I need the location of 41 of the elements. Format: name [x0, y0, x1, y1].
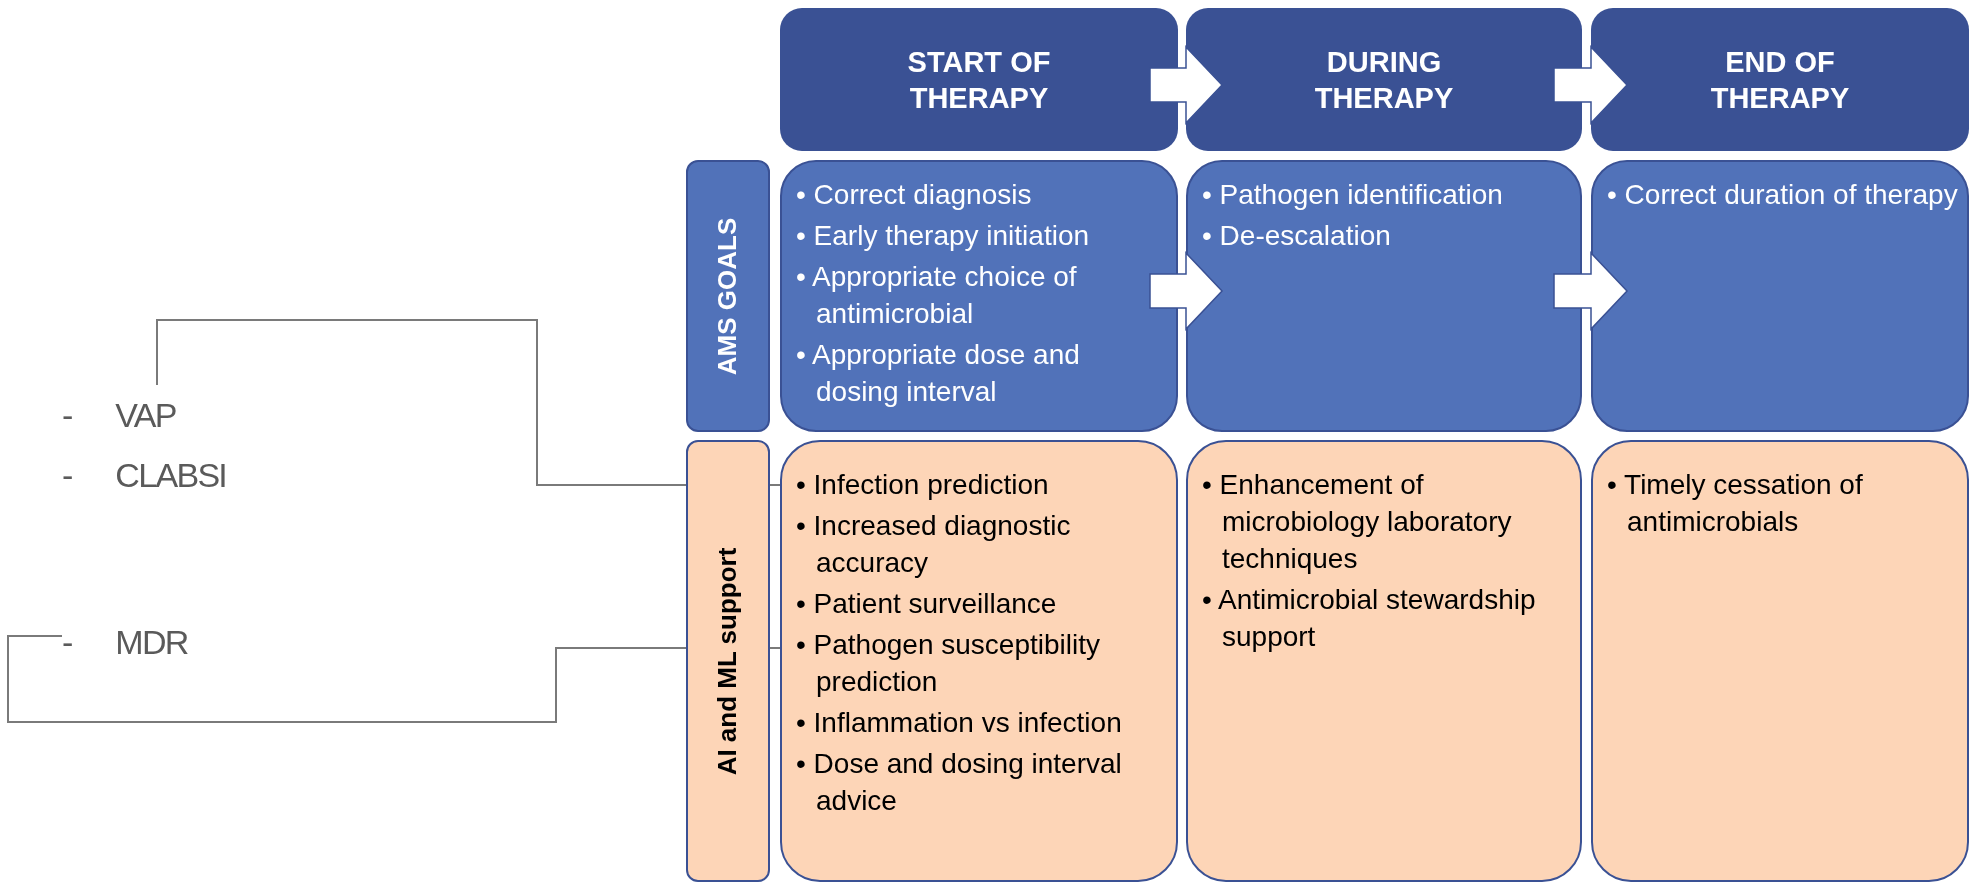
goals-card [1186, 160, 1582, 432]
support-card [780, 440, 1178, 882]
row-label-tab [686, 160, 770, 432]
row-label-tab [686, 440, 770, 882]
support-card [1591, 440, 1969, 882]
phase-title: START OF THERAPY [906, 44, 1052, 116]
goals-card [780, 160, 1178, 432]
note-item: - CLABSI [62, 455, 228, 496]
bullet-item: • Infection prediction [796, 468, 1050, 502]
bullet-item: • Antimicrobial stewardship support [1202, 583, 1537, 654]
bullet-item: • Patient surveillance [796, 587, 1058, 621]
leader-line [7, 635, 781, 723]
bullet-item: • Early therapy initiation [796, 219, 1091, 253]
bullet-item: • Appropriate choice of antimicrobial [796, 260, 1078, 331]
block-arrow [1553, 45, 1629, 125]
phase-title: END OF THERAPY [1709, 44, 1851, 116]
leader-line [156, 319, 781, 486]
bullet-item: • Timely cessation of antimicrobials [1607, 468, 1864, 539]
note-item: - MDR [62, 622, 189, 663]
phase-title: DURING THERAPY [1313, 44, 1455, 116]
bullet-item: • Appropriate dose and dosing interval [796, 338, 1081, 409]
block-arrow [1149, 45, 1224, 125]
bullet-item: • Correct diagnosis [796, 178, 1033, 212]
bullet-item: • Increased diagnostic accuracy [796, 509, 1072, 580]
block-arrow [1553, 251, 1629, 331]
bullet-item: • De-escalation [1202, 219, 1392, 253]
row-label: AMS GOALS [711, 217, 744, 375]
phase-header [1186, 8, 1582, 151]
bullet-item: • Inflammation vs infection [796, 706, 1123, 740]
goals-card [1591, 160, 1969, 432]
block-arrow [1149, 251, 1224, 331]
bullet-item: • Correct duration of therapy [1607, 178, 1959, 212]
note-item: - VAP [62, 395, 177, 436]
bullet-item: • Enhancement of microbiology laboratory techniques [1202, 468, 1513, 576]
phase-header [780, 8, 1178, 151]
bullet-item: • Dose and dosing interval advice [796, 747, 1123, 818]
bullet-item: • Pathogen identification [1202, 178, 1504, 212]
row-label: AI and ML support [711, 547, 744, 775]
support-card [1186, 440, 1582, 882]
phase-header [1591, 8, 1969, 151]
bullet-item: • Pathogen susceptibility prediction [796, 628, 1101, 699]
